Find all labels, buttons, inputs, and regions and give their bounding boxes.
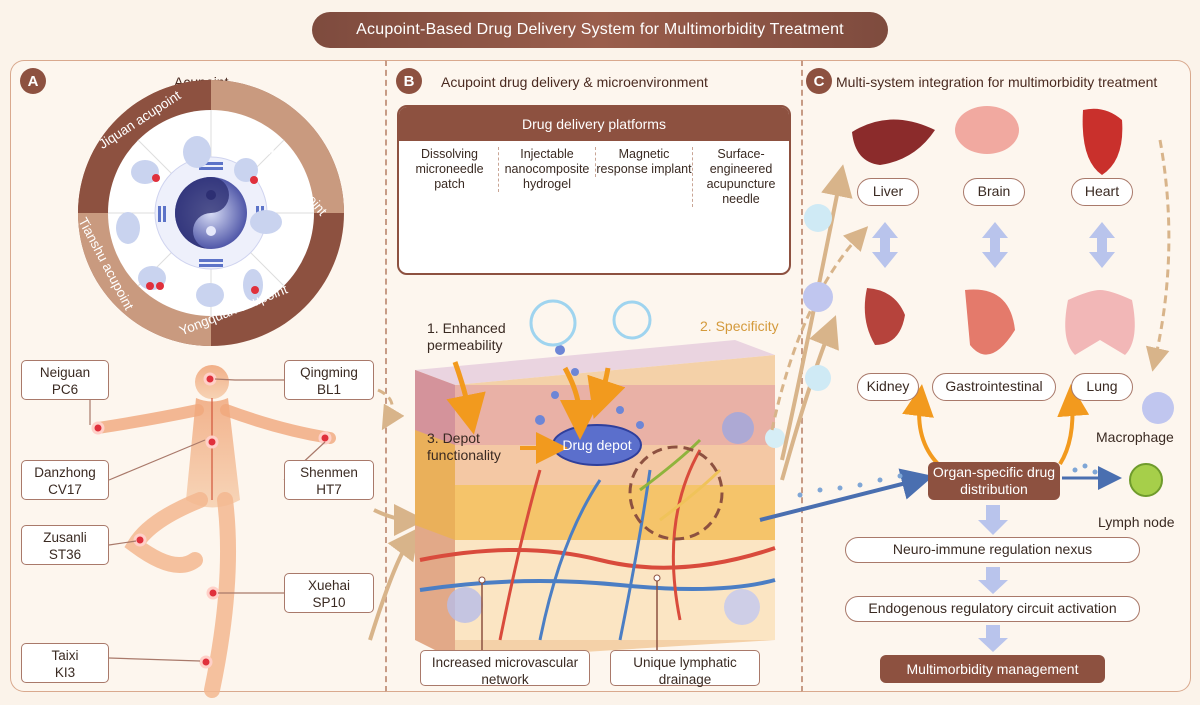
acupoint-neiguan: Neiguan PC6 [21,360,109,400]
drug-depot-label: Drug depot [562,437,632,453]
organ-kidney: Kidney [857,373,919,401]
panel-c-title: Multi-system integration for multimorbid… [836,74,1158,90]
acupoint-name: Taixi [51,648,79,663]
platform-needle: Surface-engineered acupuncture needle [692,147,789,207]
acupoint-qingming: Qingming BL1 [284,360,374,400]
panel-b-title: Acupoint drug delivery & microenvironmen… [441,74,708,90]
platform-microneedle: Dissolving microneedle patch [415,147,484,191]
acupoint-code: BL1 [316,382,342,397]
acupoint-name: Qingming [300,365,358,380]
note-enhanced-permeability: 1. Enhanced permeability [427,320,506,353]
organ-brain: Brain [963,178,1025,206]
page-title: Acupoint-Based Drug Delivery System for … [312,12,888,48]
organ-specific-distribution: Organ-specific drug distribution [928,462,1060,500]
acupoint-name: Xuehai [307,578,351,593]
organ-gastrointestinal: Gastrointestinal [932,373,1056,401]
acupoint-code: CV17 [48,482,82,497]
page-title-text: Acupoint-Based Drug Delivery System for … [356,21,844,38]
platforms-frame: Drug delivery platforms Dissolving micro… [397,105,791,275]
organ-lung: Lung [1071,373,1133,401]
platforms-title: Drug delivery platforms [399,107,789,141]
label-lymphatic: Unique lymphatic drainage [610,650,760,687]
label-lymph-node: Lymph node [1098,514,1175,530]
organ-illustrations [852,106,1174,497]
panel-c-badge: C [806,68,832,94]
organ-liver: Liver [857,178,919,206]
acupoint-shenmen: Shenmen HT7 [284,460,374,500]
acupoint-code: KI3 [54,665,76,680]
skin-block [415,299,776,660]
acupoint-code: HT7 [316,482,342,497]
acupoint-name: Danzhong [34,465,96,480]
note-depot-functionality: 3. Depot functionality [427,430,501,463]
acupoint-name: Neiguan [39,365,91,380]
acupoint-wheel [78,80,344,346]
acupoint-code: SP10 [312,595,346,610]
acupoint-code: PC6 [51,382,79,397]
platform-magnetic: Magnetic response implant [595,147,692,177]
panel-b-badge: B [396,68,422,94]
acupoint-code: ST36 [48,547,82,562]
panel-a-badge: A [20,68,46,94]
acupoint-name: Shenmen [300,465,358,480]
human-figure [89,365,336,698]
label-microvascular: Increased microvascular network [420,650,590,687]
acupoint-name: Zusanli [43,530,87,545]
acupoint-xuehai: Xuehai SP10 [284,573,374,613]
flow-neuro-immune: Neuro-immune regulation nexus [845,537,1140,563]
flow-endogenous: Endogenous regulatory circuit activation [845,596,1140,622]
organ-heart: Heart [1071,178,1133,206]
acupoint-taixi: Taixi KI3 [21,643,109,683]
acupoint-danzhong: Danzhong CV17 [21,460,109,500]
multimorbidity-management: Multimorbidity management [880,655,1105,683]
platform-hydrogel: Injectable nanocomposite hydrogel [498,147,595,192]
note-specificity: 2. Specificity [700,318,779,334]
label-macrophage: Macrophage [1096,429,1174,445]
acupoint-zusanli: Zusanli ST36 [21,525,109,565]
